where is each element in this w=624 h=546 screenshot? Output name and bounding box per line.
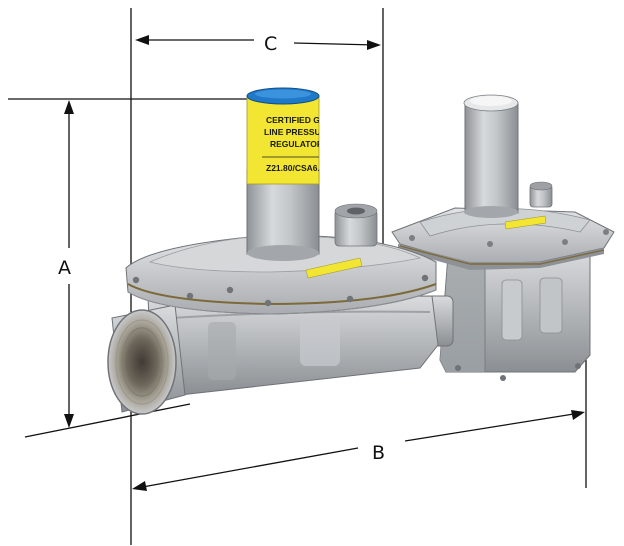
dimension-a-label: A — [58, 257, 71, 279]
arrow-c-left — [135, 35, 149, 45]
regulator-illustration — [107, 87, 615, 415]
dimension-b-line-left — [136, 447, 359, 489]
secondary-regulator — [391, 94, 615, 381]
label-line-2: LINE PRESSUI — [264, 127, 323, 137]
arrow-a-top — [64, 100, 74, 114]
label-line-4: Z21.80/CSA6.2 — [266, 163, 325, 173]
primary-regulator — [107, 87, 439, 415]
dimension-arrowheads — [64, 35, 585, 491]
arrow-b-right — [571, 410, 585, 420]
label-line-3: REGULATOR — [270, 139, 323, 149]
dimension-c-label: C — [264, 33, 277, 55]
label-line-1: CERTIFIED GA — [266, 115, 326, 125]
dimension-b-line-right — [404, 412, 581, 442]
certification-label-text: CERTIFIED GA LINE PRESSUI REGULATOR Z21.… — [262, 115, 326, 173]
dimension-c-line-right — [293, 42, 377, 46]
arrow-c-right — [367, 40, 381, 50]
dimension-b-label: B — [372, 442, 385, 464]
inlet-port — [107, 309, 177, 415]
certification-label — [246, 95, 320, 185]
extension-line-a-bottom — [24, 403, 191, 438]
arrow-a-bottom — [64, 414, 74, 428]
arrow-b-left — [132, 481, 147, 491]
